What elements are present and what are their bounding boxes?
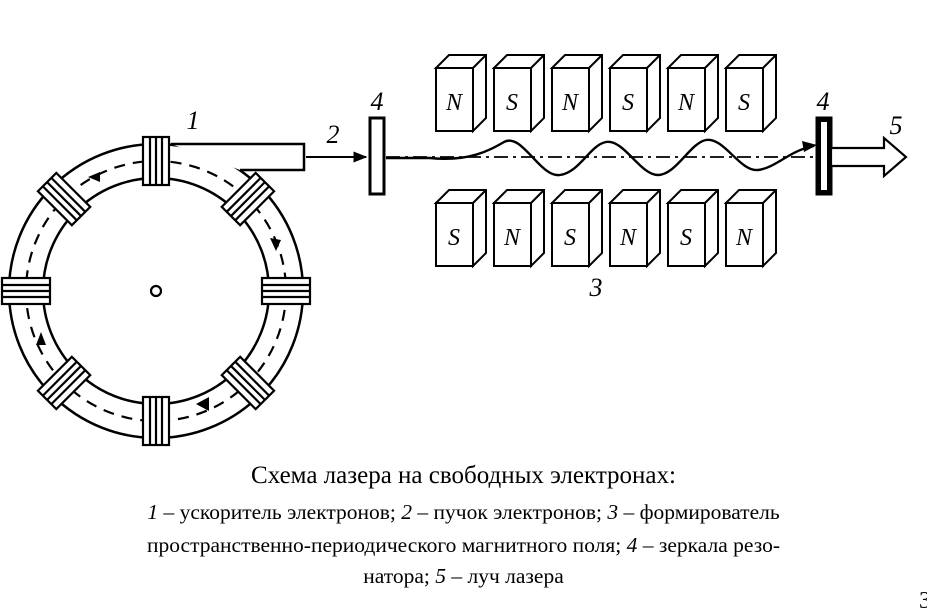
ring-center-mark [149,284,163,298]
trajectory-arrowhead [802,141,817,152]
caption-text: – ускоритель электронов; [158,500,402,524]
coil [0,276,52,306]
ring-direction-arrow [88,172,100,182]
magnet-block [723,189,777,269]
magnet-pole-label: S [448,225,460,251]
magnet-pole-label: N [619,225,638,251]
magnet-block [665,189,719,269]
magnet-pole-label: S [622,90,634,116]
caption-text: – зеркала резо- [637,533,780,557]
label-mirror-left: 4 [371,87,384,116]
coil [141,395,171,447]
lower-magnet-row: S N S N S N [433,189,777,269]
caption-text: натора; [363,564,436,588]
ring-direction-arrow [36,332,46,345]
figure-caption-title: Схема лазера на свободных электронах: [251,462,676,489]
extraction-tube [171,142,306,172]
label-beam: 2 [327,120,340,149]
coil [260,276,312,306]
page-number: 3 [919,588,927,614]
magnet-pole-label: S [506,90,518,116]
caption-text: – формирователь [618,500,780,524]
magnet-pole-label: N [561,90,580,116]
figure-caption-line-3: натора; 5 – луч лазера [0,564,927,589]
coil [36,171,92,227]
label-magnets: 3 [589,273,603,302]
laser-beam-arrow [829,135,908,179]
magnet-pole-label: S [564,225,576,251]
coil [36,355,92,411]
magnet-block [491,54,545,134]
magnet-block [723,54,777,134]
caption-text: – пучок электронов; [412,500,608,524]
ring-magnet-coils [0,135,312,447]
label-laser: 5 [890,111,903,140]
caption-text: – луч лазера [445,564,564,588]
free-electron-laser-diagram: N S N S N S S N S N S N 1 2 3 4 4 5 [0,54,908,447]
coil [220,355,276,411]
magnet-pole-label: S [680,225,692,251]
resonator-mirror-left [368,116,386,196]
caption-number: 1 [147,500,159,524]
magnet-block [549,54,603,134]
magnet-block [549,189,603,269]
caption-number: 4 [626,533,638,557]
label-mirror-right: 4 [817,87,830,116]
magnet-block [665,54,719,134]
upper-magnet-row: N S N S N S [433,54,777,134]
caption-number: 2 [401,500,413,524]
magnet-pole-label: N [735,225,754,251]
label-accelerator: 1 [187,106,200,135]
magnet-block [607,54,661,134]
magnet-pole-label: N [445,90,464,116]
caption-number: 3 [607,500,619,524]
figure-caption-line-1: 1 – ускоритель электронов; 2 – пучок эле… [0,500,927,525]
ring-direction-arrow [196,397,209,411]
magnet-block [433,189,487,269]
coil [141,135,171,187]
figure-caption-line-2: пространственно-периодического магнитног… [0,533,927,558]
magnet-pole-label: N [503,225,522,251]
magnet-block [491,189,545,269]
magnet-pole-label: N [677,90,696,116]
ring-direction-arrow [270,238,281,251]
caption-number: 5 [435,564,446,588]
magnet-block [433,54,487,134]
magnet-pole-label: S [738,90,750,116]
coil [220,171,276,227]
magnet-block [607,189,661,269]
caption-text: пространственно-периодического магнитног… [147,533,627,557]
electron-trajectory [386,138,815,177]
